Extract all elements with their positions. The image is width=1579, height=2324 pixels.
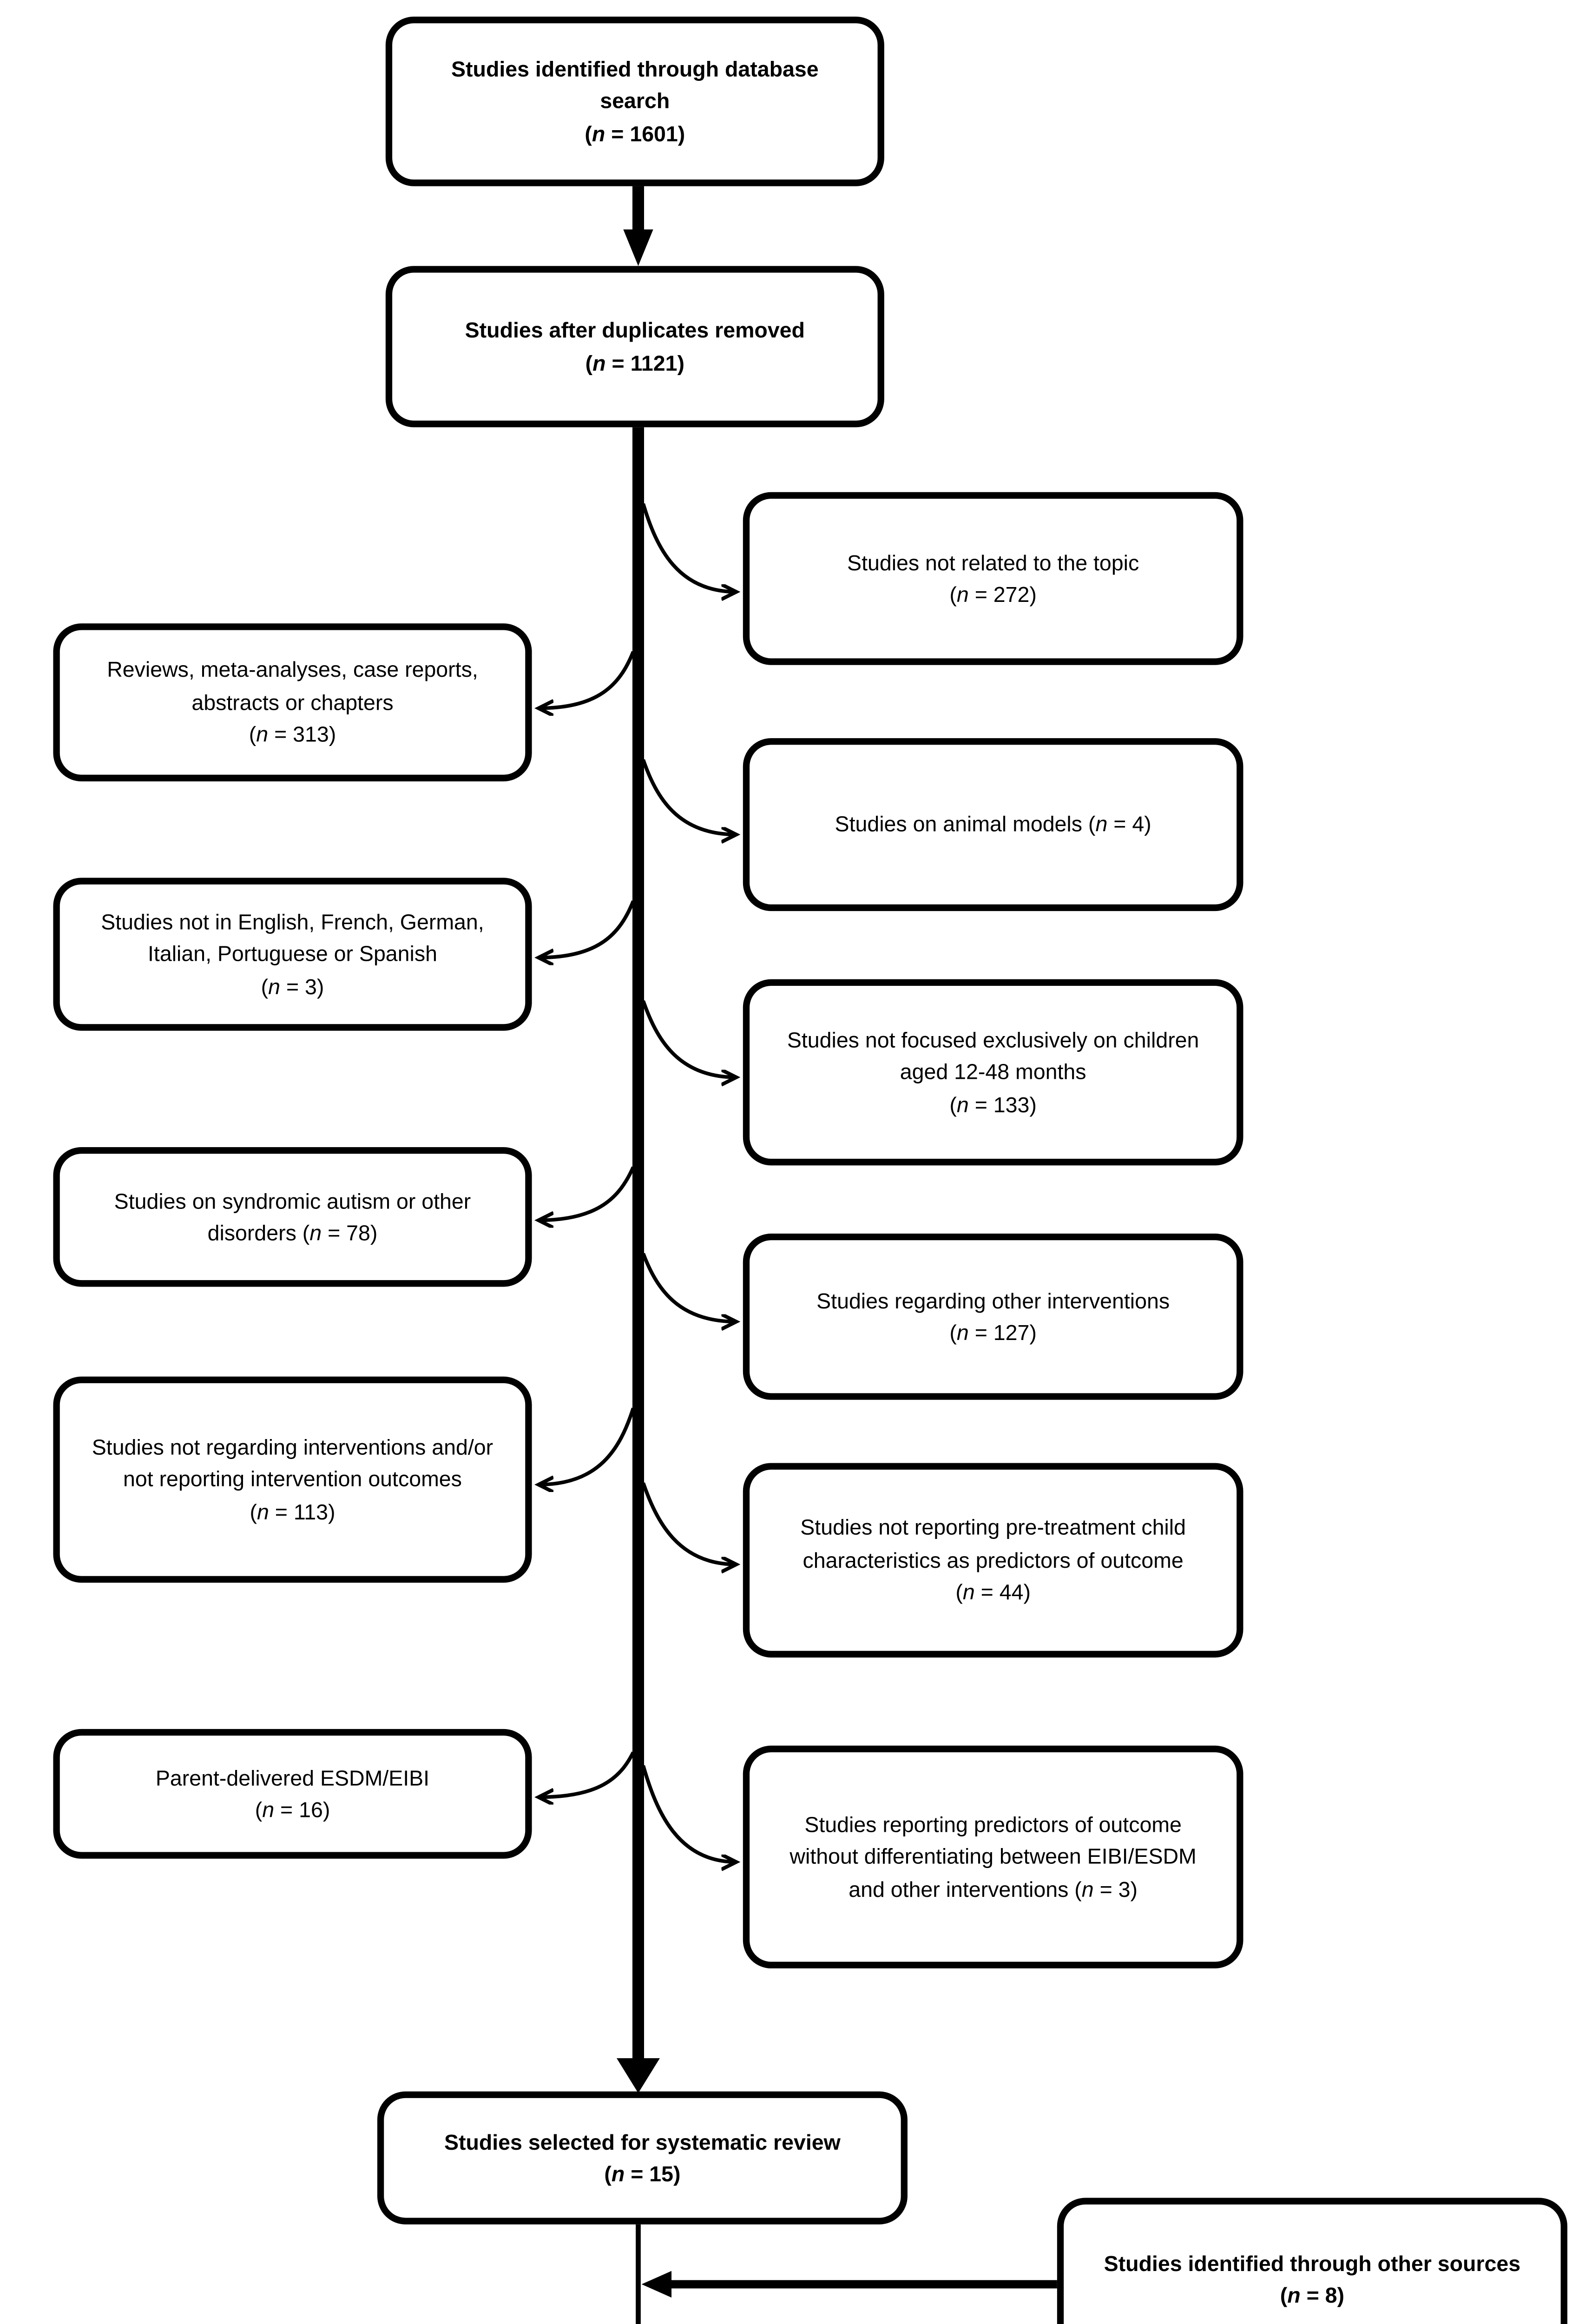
- box-count: (n = 1601): [585, 121, 685, 146]
- curve-predictors: [641, 1765, 736, 1862]
- box-label: Studies on animal models (n = 4): [835, 812, 1151, 837]
- box-content: Parent-delivered ESDM/EIBI (n = 16): [86, 1762, 499, 1826]
- box-other-sources: Studies identified through other sources…: [1057, 2198, 1567, 2324]
- box-label: Studies identified through other sources: [1104, 2250, 1521, 2275]
- box-count: (n = 272): [949, 581, 1037, 607]
- curve-not-english: [539, 900, 635, 958]
- box-label: Studies on syndromic autism or other dis…: [114, 1188, 471, 1246]
- curve-not-focused: [641, 1000, 736, 1077]
- box-count: (n = 44): [955, 1579, 1031, 1605]
- box-count: (n = 8): [1280, 2282, 1345, 2308]
- box-count: (n = 1121): [585, 350, 685, 375]
- box-label: Studies not in English, French, German, …: [101, 909, 484, 967]
- box-selected-for-review: Studies selected for systematic review (…: [377, 2091, 908, 2225]
- box-content: Studies not related to the topic (n = 27…: [776, 546, 1210, 611]
- arrow-bottom-split: [636, 2224, 641, 2324]
- box-predictors-undifferentiated: Studies reporting predictors of outcome …: [743, 1745, 1243, 1968]
- box-parent-delivered: Parent-delivered ESDM/EIBI (n = 16): [53, 1729, 532, 1859]
- box-label: Studies reporting predictors of outcome …: [790, 1811, 1197, 1901]
- box-label: Studies not focused exclusively on child…: [787, 1027, 1199, 1084]
- box-content: Studies not focused exclusively on child…: [776, 1023, 1210, 1121]
- box-content: Studies not reporting pre-treatment chil…: [776, 1512, 1210, 1609]
- box-content: Reviews, meta-analyses, case reports, ab…: [86, 654, 499, 751]
- box-label: Studies not related to the topic: [847, 549, 1139, 574]
- box-not-regarding-interventions: Studies not regarding interventions and/…: [53, 1376, 532, 1583]
- box-label: Studies after duplicates removed: [465, 317, 805, 343]
- box-count: (n = 16): [255, 1797, 330, 1822]
- box-syndromic-autism: Studies on syndromic autism or other dis…: [53, 1147, 532, 1287]
- box-other-interventions: Studies regarding other interventions (n…: [743, 1233, 1243, 1400]
- curve-parent-delivered: [539, 1751, 635, 1797]
- box-label: Studies not regarding interventions and/…: [92, 1434, 493, 1492]
- box-reviews-metaanalyses: Reviews, meta-analyses, case reports, ab…: [53, 623, 532, 782]
- box-count: (n = 127): [949, 1320, 1037, 1345]
- arrow-db-to-duplicates: [623, 186, 653, 266]
- box-not-english: Studies not in English, French, German, …: [53, 878, 532, 1031]
- arrow-main-trunk: [616, 427, 660, 2093]
- box-count: (n = 3): [261, 974, 324, 999]
- box-not-related: Studies not related to the topic (n = 27…: [743, 492, 1243, 665]
- box-label: Studies not reporting pre-treatment chil…: [800, 1515, 1186, 1572]
- box-content: Studies selected for systematic review (…: [410, 2126, 874, 2190]
- box-count: (n = 15): [604, 2161, 681, 2186]
- curve-not-reporting: [641, 1482, 736, 1565]
- curve-other-interventions: [641, 1253, 736, 1322]
- box-content: Studies identified through other sources…: [1080, 2247, 1544, 2311]
- box-count: (n = 113): [250, 1499, 336, 1525]
- box-content: Studies identified through database sear…: [419, 53, 851, 150]
- curve-not-related: [641, 503, 736, 592]
- box-count: (n = 133): [949, 1092, 1037, 1117]
- curve-syndromic: [539, 1166, 635, 1220]
- box-not-reporting-predictors: Studies not reporting pre-treatment chil…: [743, 1463, 1243, 1658]
- box-not-focused-age: Studies not focused exclusively on child…: [743, 979, 1243, 1166]
- box-duplicates-removed: Studies after duplicates removed (n = 11…: [385, 266, 884, 428]
- curve-reviews: [539, 651, 635, 708]
- box-label: Studies selected for systematic review: [444, 2129, 841, 2154]
- curve-not-regarding: [539, 1407, 635, 1485]
- box-content: Studies on syndromic autism or other dis…: [86, 1184, 499, 1249]
- box-count: (n = 313): [249, 722, 336, 747]
- curve-animal-models: [641, 759, 736, 835]
- box-label: Reviews, meta-analyses, case reports, ab…: [107, 657, 478, 715]
- arrow-other-sources: [641, 2271, 1057, 2298]
- box-content: Studies not regarding interventions and/…: [86, 1431, 499, 1528]
- box-content: Studies not in English, French, German, …: [86, 905, 499, 1003]
- box-content: Studies on animal models (n = 4): [776, 808, 1210, 841]
- box-animal-models: Studies on animal models (n = 4): [743, 738, 1243, 911]
- box-content: Studies after duplicates removed (n = 11…: [419, 314, 851, 379]
- box-label: Parent-delivered ESDM/EIBI: [155, 1764, 430, 1790]
- box-content: Studies regarding other interventions (n…: [776, 1284, 1210, 1349]
- box-database-search: Studies identified through database sear…: [385, 16, 884, 186]
- box-label: Studies regarding other interventions: [816, 1287, 1170, 1313]
- box-content: Studies reporting predictors of outcome …: [776, 1809, 1210, 1906]
- box-label: Studies identified through database sear…: [451, 56, 819, 114]
